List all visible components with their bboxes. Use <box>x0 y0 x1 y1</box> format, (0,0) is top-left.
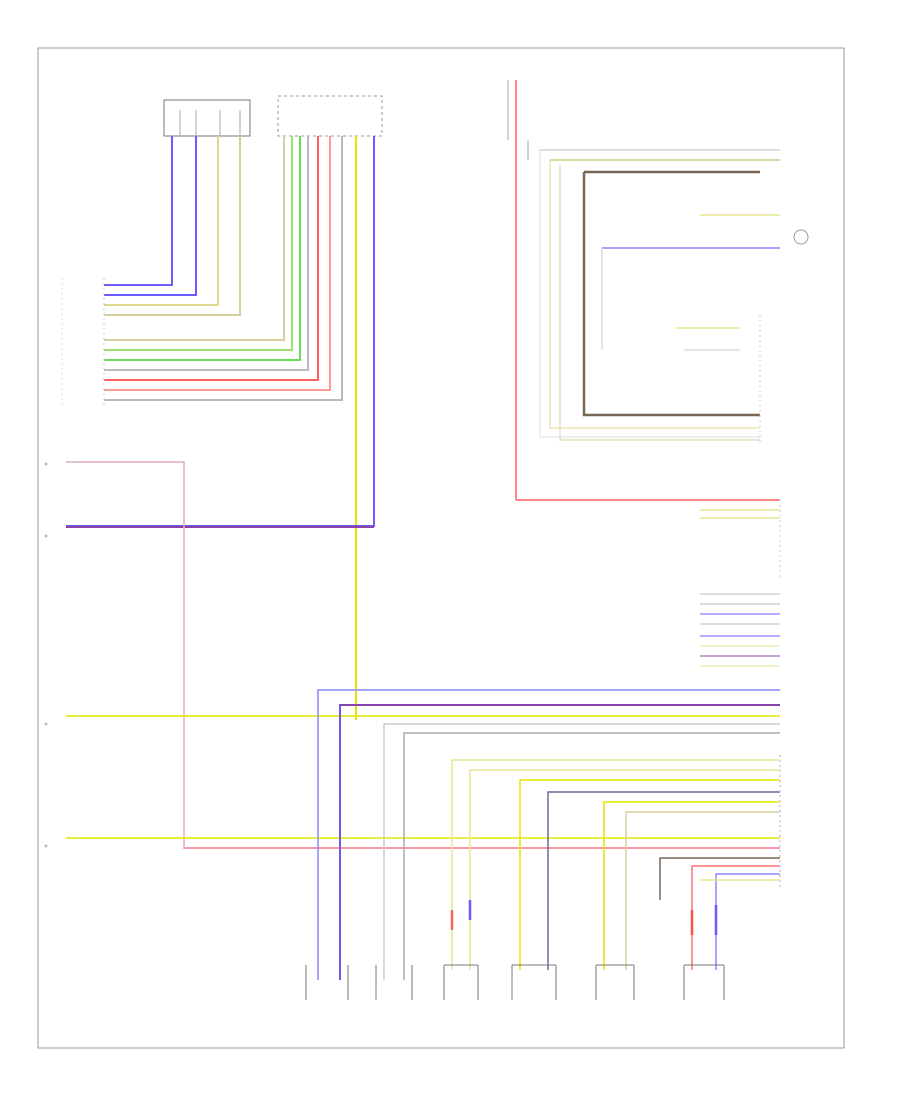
left-connector <box>61 278 105 405</box>
top-right-module <box>507 80 809 501</box>
wire-gray-2 <box>104 136 343 401</box>
diagram-border <box>37 47 845 1049</box>
wire-red-2 <box>104 136 331 391</box>
wire-tan-2 <box>104 136 241 316</box>
wires-top-left <box>66 136 375 720</box>
wire-blue-2 <box>104 136 197 296</box>
wire-gray-left <box>66 461 185 848</box>
bottom-harness <box>317 689 781 980</box>
wire-red-pink-bottom <box>66 461 780 849</box>
bottom-accents <box>450 900 718 935</box>
wire-gray-1 <box>104 136 309 371</box>
bottom-connectors <box>305 964 725 1000</box>
wire-red-1 <box>104 136 319 381</box>
wire-green-2 <box>104 136 301 361</box>
wire-blue-3 <box>66 136 375 527</box>
wire-green-1 <box>104 136 293 351</box>
wire-tan-1 <box>104 136 219 306</box>
wire-tan-3 <box>104 136 285 341</box>
wire-blue-1 <box>104 136 173 286</box>
switch-box-right <box>277 95 383 137</box>
left-edge-markers <box>44 462 48 848</box>
switch-box-left <box>163 99 251 137</box>
right-mid-connector <box>700 505 781 667</box>
